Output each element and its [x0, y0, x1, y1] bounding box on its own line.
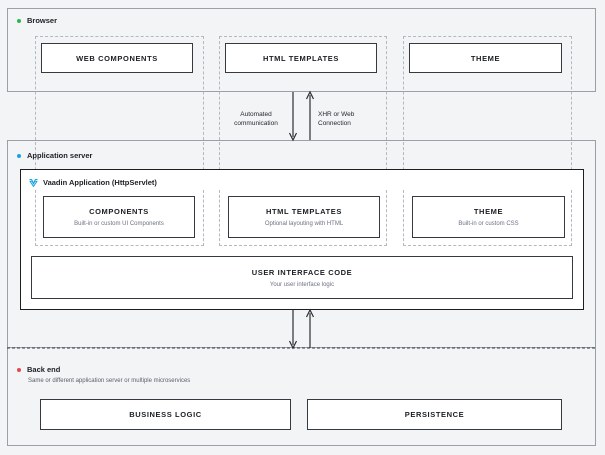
- components-box: COMPONENTS Built-in or custom UI Compone…: [43, 196, 195, 238]
- server-theme-subtitle: Built-in or custom CSS: [458, 221, 519, 227]
- components-subtitle: Built-in or custom UI Components: [74, 221, 164, 227]
- browser-html-templates-box: HTML TEMPLATES: [225, 43, 377, 73]
- html-templates-column-inner: [219, 190, 387, 246]
- server-html-templates-subtitle: Optional layouting with HTML: [264, 221, 344, 227]
- automated-communication-label: Automated communication: [234, 111, 278, 127]
- browser-theme-label: THEME: [470, 53, 501, 63]
- user-interface-code-label: USER INTERFACE CODE: [251, 267, 353, 277]
- vaadin-application-title: Vaadin Application (HttpServlet): [29, 178, 157, 187]
- browser-title-text: Browser: [27, 16, 58, 25]
- back-end-status-dot: [17, 367, 21, 372]
- user-interface-code-subtitle: Your user interface logic: [269, 281, 335, 288]
- vaadin-application-title-text: Vaadin Application (HttpServlet): [43, 178, 157, 187]
- persistence-box: PERSISTENCE: [307, 399, 562, 430]
- xhr-connection-label: XHR or Web Connection: [318, 111, 355, 127]
- back-end-zone: [7, 348, 596, 446]
- back-end-title-text: Back end: [27, 365, 61, 374]
- components-label: COMPONENTS: [89, 207, 149, 216]
- server-html-templates-box: HTML TEMPLATES Optional layouting with H…: [228, 196, 380, 238]
- application-server-title: Application server: [17, 151, 92, 160]
- upward-backend-arrow-head: [305, 308, 315, 318]
- application-server-title-text: Application server: [27, 151, 93, 160]
- user-interface-code-box: USER INTERFACE CODE Your user interface …: [31, 256, 573, 299]
- web-components-box: WEB COMPONENTS: [41, 43, 193, 73]
- theme-column-inner: [403, 190, 572, 246]
- application-server-status-dot: [17, 153, 21, 158]
- back-end-title: Back end: [17, 365, 60, 374]
- back-end-subtitle: Same or different application server or …: [28, 378, 191, 384]
- browser-html-templates-label: HTML TEMPLATES: [262, 53, 340, 63]
- business-logic-box: BUSINESS LOGIC: [40, 399, 291, 430]
- web-components-column-inner: [35, 190, 204, 246]
- browser-status-dot: [17, 18, 21, 23]
- upward-arrow-head: [305, 90, 315, 100]
- downward-backend-arrow-head: [288, 340, 298, 350]
- business-logic-label: BUSINESS LOGIC: [129, 410, 202, 419]
- browser-theme-box: THEME: [409, 43, 562, 73]
- vaadin-logo-icon: [29, 178, 38, 187]
- application-server-zone: [7, 140, 596, 348]
- server-html-templates-label: HTML TEMPLATES: [265, 207, 343, 216]
- browser-zone-title: Browser: [17, 16, 57, 25]
- server-theme-label: THEME: [473, 207, 504, 216]
- browser-zone: [7, 8, 596, 92]
- web-components-label: WEB COMPONENTS: [76, 53, 158, 63]
- persistence-label: PERSISTENCE: [404, 410, 465, 419]
- server-theme-box: THEME Built-in or custom CSS: [412, 196, 565, 238]
- downward-arrow-head: [288, 132, 298, 142]
